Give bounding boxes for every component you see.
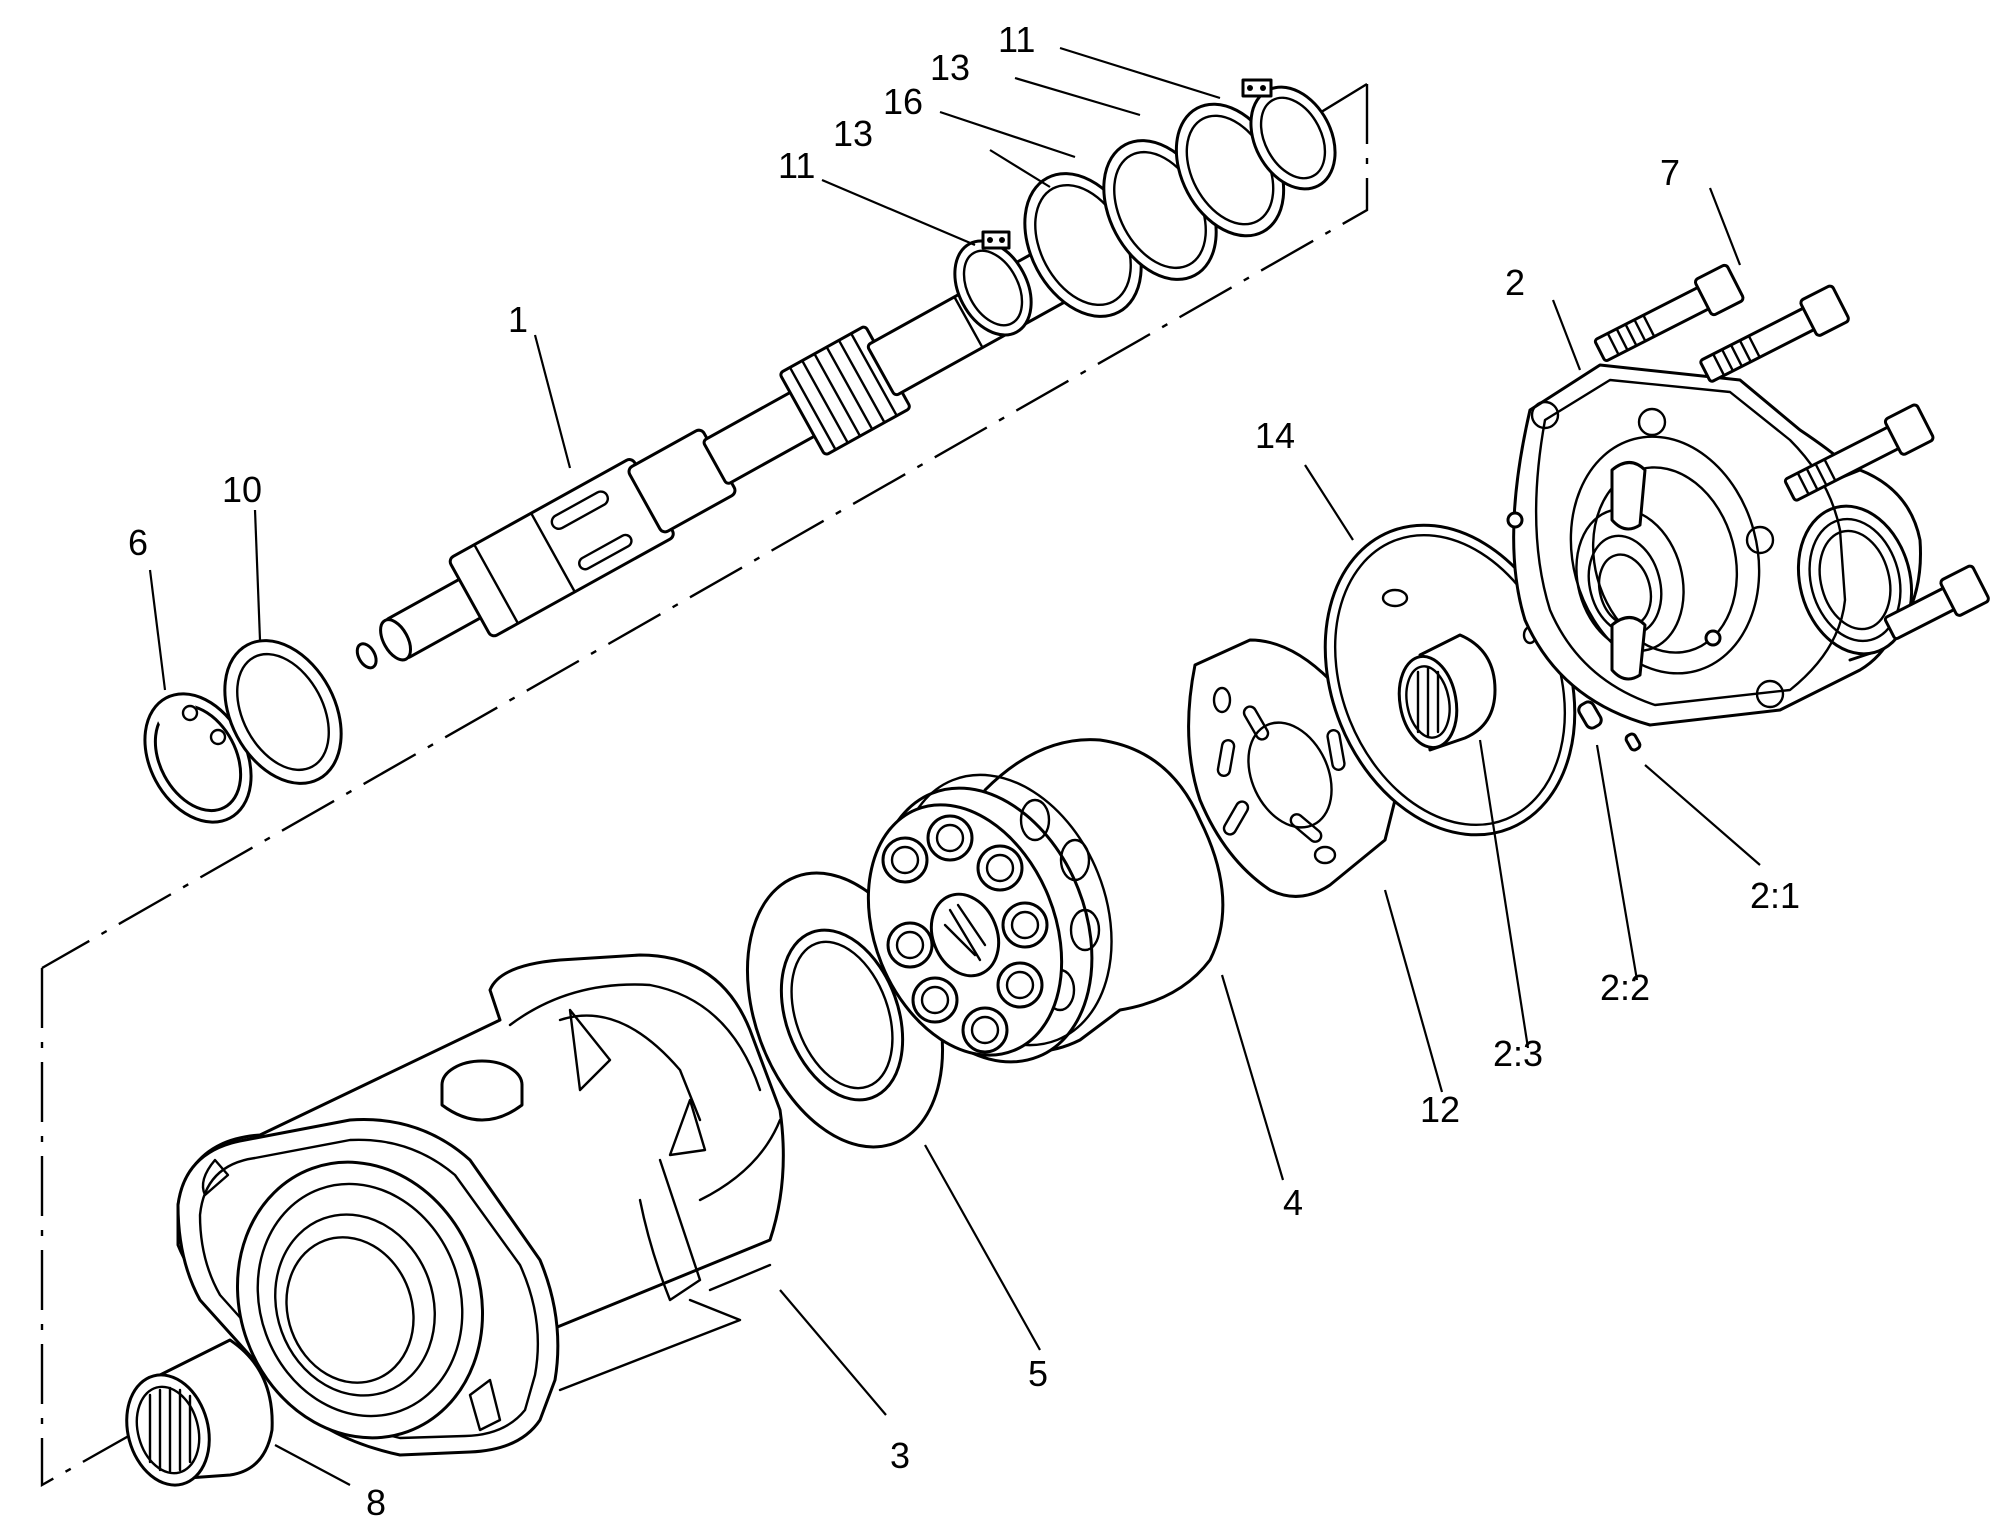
callout-1: 1 (508, 299, 528, 340)
callout-7: 7 (1660, 152, 1680, 193)
callout-6: 6 (128, 522, 148, 563)
callout-2-2: 2:2 (1600, 967, 1650, 1008)
callout-12: 12 (1420, 1089, 1460, 1130)
callout-13-inner: 13 (833, 113, 873, 154)
callout-2-1: 2:1 (1750, 875, 1800, 916)
housing (176, 953, 785, 1457)
callout-5: 5 (1028, 1353, 1048, 1394)
piston-head-plate (866, 803, 1064, 1057)
needle-rollers (148, 1386, 192, 1474)
callout-10: 10 (222, 469, 262, 510)
thrust-plate-5 (745, 871, 945, 1149)
end-cover-2 (1506, 363, 1922, 727)
leader-lines (148, 46, 1761, 1486)
needle-bearing-2-3 (1397, 633, 1497, 752)
callout-13-outer: 13 (930, 47, 970, 88)
drain-plug (440, 1059, 524, 1122)
snap-ring-11-inner (953, 230, 1033, 337)
callout-11-outer: 11 (998, 19, 1035, 60)
callout-11-inner: 11 (778, 145, 815, 186)
snap-ring-11-outer (1241, 78, 1337, 191)
callout-3: 3 (890, 1435, 910, 1476)
callout-16: 16 (883, 81, 923, 122)
guide-pin-2-2 (1577, 700, 1603, 730)
small-pin-2-1 (1624, 732, 1642, 752)
washer-10 (223, 639, 343, 785)
cap-screw-7 (1593, 263, 1990, 641)
bushing-8 (125, 1338, 274, 1487)
callout-14: 14 (1255, 415, 1295, 456)
cylinder-barrel-4 (866, 738, 1225, 1064)
callout-labels: 1 2 2:1 2:2 2:3 3 4 5 6 7 8 10 11 11 12 … (128, 19, 1800, 1523)
retaining-ring-6 (143, 692, 253, 824)
callout-2-3: 2:3 (1493, 1033, 1543, 1074)
spline-teeth (788, 332, 898, 451)
callout-8: 8 (366, 1482, 386, 1523)
callout-2: 2 (1505, 262, 1525, 303)
callout-4: 4 (1283, 1182, 1303, 1223)
assembly-frame (40, 82, 1369, 1488)
housing-bore (235, 1160, 485, 1440)
